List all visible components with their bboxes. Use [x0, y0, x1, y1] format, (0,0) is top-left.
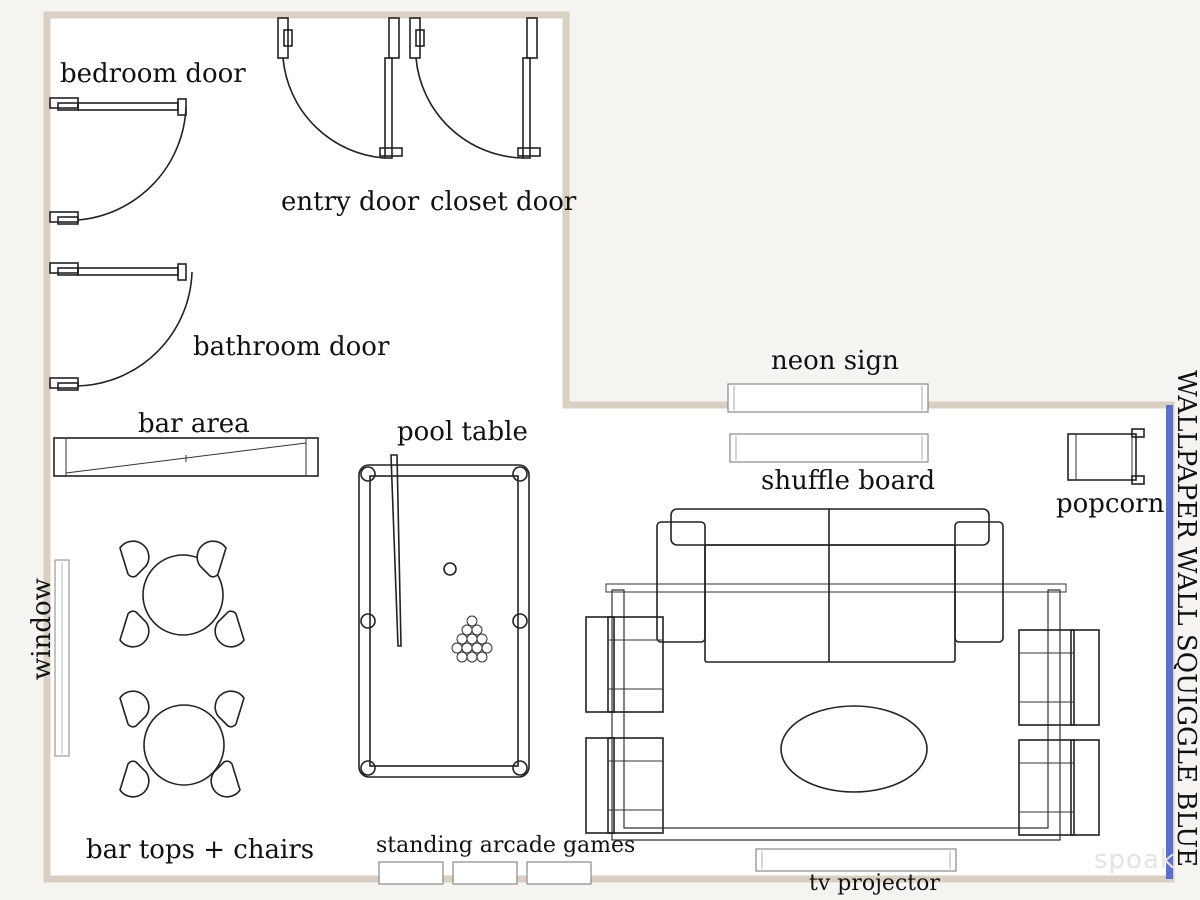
accent-wall [1166, 405, 1173, 879]
room-floor [43, 11, 1175, 883]
bedroom-door-icon[interactable] [49, 97, 187, 225]
shuffle-board[interactable] [729, 433, 929, 463]
closet-door-icon[interactable] [409, 17, 541, 159]
shuffle-board-label: shuffle board [761, 466, 935, 496]
armchair-icon [119, 690, 245, 798]
armchair-icon[interactable] [585, 737, 664, 834]
popcorn-machine-icon[interactable] [1067, 428, 1145, 485]
pool-table-icon[interactable] [358, 454, 530, 778]
neon-sign-label: neon sign [771, 346, 899, 376]
entry-door-icon[interactable] [277, 17, 403, 159]
armchair-icon[interactable] [1018, 739, 1100, 836]
bedroom-door-label: bedroom door [60, 59, 246, 89]
neon-sign[interactable] [727, 383, 929, 413]
bar-table-2[interactable] [119, 690, 245, 798]
bar-counter[interactable] [53, 437, 319, 477]
wallpaper-wall-label: WALLPAPER WALL SQUIGGLE BLUE [1171, 370, 1200, 867]
tv-projector-label: tv projector [809, 871, 940, 896]
tv-projector[interactable] [755, 848, 957, 872]
arcade-games[interactable] [378, 861, 592, 885]
entry-door-label: entry door [281, 187, 420, 217]
popcorn-label: popcorn [1056, 489, 1165, 519]
round-table-icon [142, 554, 224, 636]
round-table-icon [143, 704, 225, 786]
bar-table-1[interactable] [119, 540, 245, 648]
armchair-icon[interactable] [585, 616, 664, 713]
armchair-icon[interactable] [1018, 629, 1100, 726]
bathroom-door-label: bathroom door [193, 332, 390, 362]
window[interactable] [54, 559, 70, 757]
arcade-games-label: standing arcade games [376, 833, 635, 858]
bar-area-label: bar area [138, 409, 250, 439]
sectional-sofa-icon[interactable] [656, 508, 1004, 663]
window-label: window [27, 578, 57, 680]
pool-table-label: pool table [397, 417, 528, 447]
coffee-table[interactable] [780, 705, 928, 793]
closet-door-label: closet door [430, 187, 577, 217]
bar-tops-label: bar tops + chairs [86, 835, 314, 865]
ball-rack [451, 615, 493, 663]
spoak-watermark: spoak [1094, 845, 1176, 875]
armchair-icon [119, 540, 245, 648]
lounge-frame [605, 583, 1067, 841]
bathroom-door-icon[interactable] [49, 262, 193, 391]
